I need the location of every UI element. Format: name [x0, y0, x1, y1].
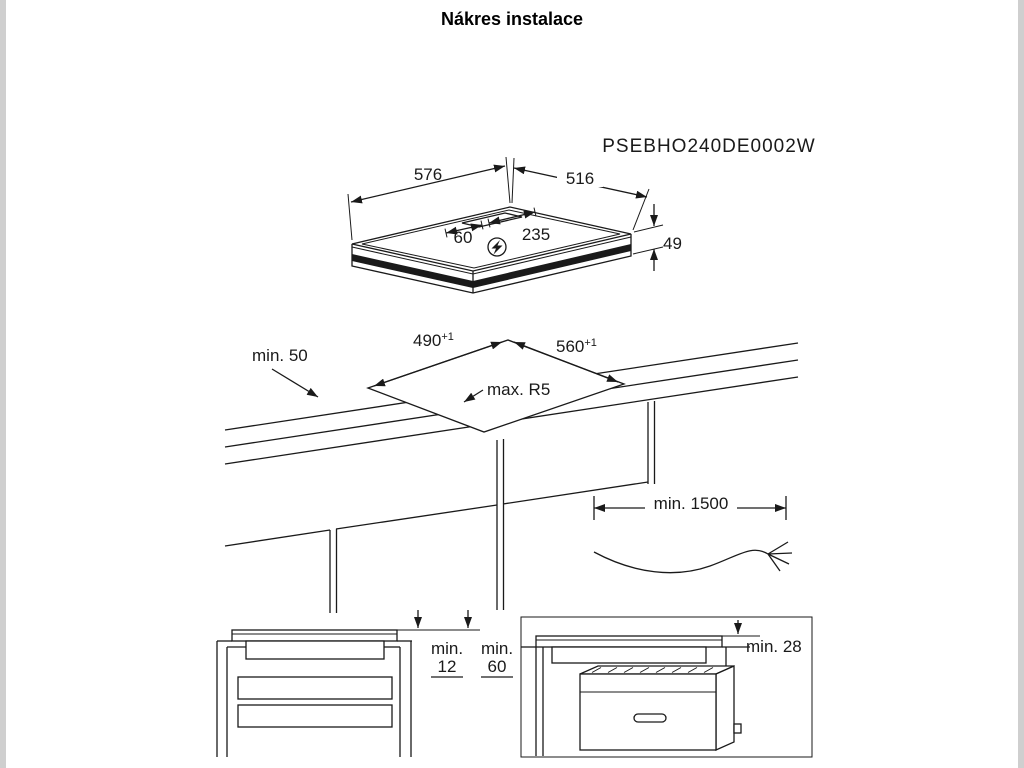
- hob-width-dimension: 576: [347, 156, 511, 241]
- hob-depth-label: 516: [566, 169, 594, 188]
- hob-body-section: [245, 640, 385, 660]
- hob-width-label: 576: [414, 165, 442, 184]
- clearance1-min-label: min.: [431, 639, 463, 658]
- cutout-width-dimension: 560+1: [513, 337, 619, 383]
- cabinet-side-panels: [216, 641, 412, 757]
- drawer-clearance-view: min. 12 min. 60: [216, 610, 513, 757]
- hob-frame-band-left: [352, 254, 473, 288]
- detail-frame: [520, 616, 813, 758]
- left-edge-bar: [0, 0, 6, 768]
- connection-width-label: 235: [522, 225, 550, 244]
- oven-handle: [633, 713, 667, 723]
- under-hob-clearance-labels: min. 12 min. 60: [431, 639, 513, 678]
- connection-offset-label: 60: [454, 228, 473, 247]
- hob-height-dimension: 49: [632, 204, 682, 271]
- hob-isometric-view: 60 235 576 516: [347, 156, 682, 294]
- oven-clearance-view: min. 28: [520, 616, 813, 758]
- hob-height-label: 49: [663, 234, 682, 253]
- cable-length-label: min. 1500: [654, 494, 729, 513]
- drawer-front-upper: [237, 676, 393, 700]
- hob-glass-edge: [351, 236, 632, 275]
- hob-body-section-oven: [551, 646, 707, 664]
- oven-clearance-label: min. 28: [746, 637, 802, 656]
- model-number: PSEBHO240DE0002W: [602, 136, 816, 157]
- oven-vent-slots: [591, 667, 714, 673]
- lightning-bolt-icon: [491, 240, 503, 255]
- clearance2-min-label: min.: [481, 639, 513, 658]
- clearance1-value: 12: [438, 657, 457, 676]
- cutout-radius-annotation: max. R5: [463, 380, 550, 403]
- edge-clearance-annotation: min. 50: [252, 346, 319, 398]
- power-connection: 60 235: [444, 207, 550, 257]
- built-under-oven: [579, 664, 742, 752]
- cutout-radius-label: max. R5: [487, 380, 550, 399]
- oven-side-knob: [733, 723, 742, 734]
- cable-length-view: min. 1500: [593, 494, 793, 574]
- cutout-depth-dimension: 490+1: [373, 331, 503, 387]
- hob-top-bezel: [361, 209, 621, 269]
- power-cable: [593, 549, 769, 574]
- cutout-width-label: 560+1: [556, 337, 597, 356]
- hob-glass-section-oven: [535, 635, 723, 648]
- hob-depth-dimension: 516: [511, 157, 650, 231]
- cutout-depth-label: 490+1: [413, 331, 454, 350]
- cabinet-shelf-edge: [224, 529, 331, 547]
- cable-wire-ends: [767, 541, 793, 572]
- hob-frame-band-right: [473, 244, 631, 288]
- clearance2-value: 60: [488, 657, 507, 676]
- hob-glass-section: [231, 629, 398, 642]
- page-title: Nákres instalace: [440, 9, 584, 29]
- worktop-cutout-view: 490+1 560+1 max. R5 min. 50: [224, 331, 799, 613]
- edge-clearance-label: min. 50: [252, 346, 308, 365]
- drawer-front-lower: [237, 704, 393, 728]
- right-edge-bar: [1018, 0, 1024, 768]
- cabinet-legs: [329, 401, 656, 613]
